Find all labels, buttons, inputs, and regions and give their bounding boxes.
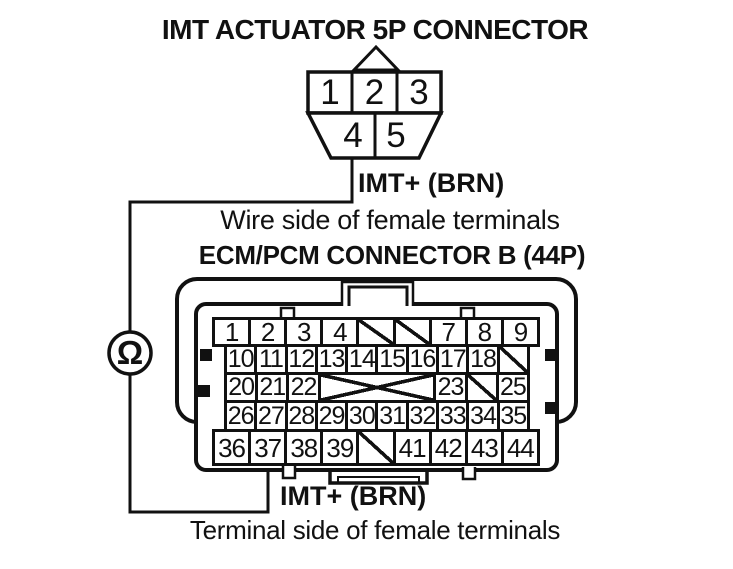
ecm-pin-15: 15 <box>375 344 409 375</box>
imt-pin-2: 2 <box>364 73 385 112</box>
ecm-pin-16: 16 <box>405 344 440 375</box>
imt-pin-3: 3 <box>409 73 429 112</box>
ecm-alignment-tab-bottom-left <box>281 466 297 480</box>
ecm-pin-14: 14 <box>345 344 379 375</box>
ecm-top-lock-tab-inner <box>347 285 409 306</box>
ecm-pin-41: 41 <box>392 429 432 466</box>
terminal-side-caption: Terminal side of female terminals <box>189 515 561 545</box>
ecm-pin-9: 9 <box>500 317 540 347</box>
ecm-alignment-tab-top-right <box>459 306 476 317</box>
wire-bottom <box>128 375 270 514</box>
ecm-blocked-cell <box>392 317 432 347</box>
imt-lock-triangle <box>350 44 402 72</box>
ecm-pin-4: 4 <box>320 317 360 347</box>
ecm-pin-34: 34 <box>466 400 500 432</box>
ecm-pin-33: 33 <box>436 400 470 432</box>
ecm-pin-1: 1 <box>212 317 252 347</box>
ecm-pin-21: 21 <box>255 372 290 403</box>
ecm-pin-35: 35 <box>496 400 530 432</box>
ecm-pin-2: 2 <box>248 317 288 347</box>
ecm-pin-18: 18 <box>466 344 500 375</box>
ecm-blocked-cell <box>356 429 396 466</box>
ecm-alignment-tab-bottom-right <box>461 467 477 481</box>
ecm-blocked-cell <box>464 372 499 403</box>
ecm-blocked-cell <box>356 317 396 347</box>
ecm-pin-30: 30 <box>345 400 379 432</box>
ecm-pin-7: 7 <box>428 317 468 347</box>
ecm-mount-square-left-2 <box>198 385 210 397</box>
wire-label-bottom: IMT+ (BRN) <box>280 481 427 511</box>
ecm-pin-26: 26 <box>224 400 258 432</box>
ecm-pin-3: 3 <box>284 317 324 347</box>
ecm-pin-8: 8 <box>464 317 504 347</box>
ecm-bottom-tab-inner <box>337 476 420 483</box>
ecm-pin-32: 32 <box>405 400 440 432</box>
imt-pin-5: 5 <box>386 116 406 155</box>
ecm-blocked-cell <box>496 344 530 375</box>
imt-cell-dividers <box>350 72 399 158</box>
ecm-blocked-cell <box>317 372 437 403</box>
ecm-pin-42: 42 <box>428 429 468 466</box>
wire-label-top: IMT+ (BRN) <box>358 168 505 198</box>
ohmmeter-symbol: Ω <box>116 334 144 371</box>
imt-pin-1: 1 <box>320 73 340 112</box>
ecm-pin-43: 43 <box>464 429 504 466</box>
ecm-mount-square-right-1 <box>545 349 557 361</box>
ecm-pin-39: 39 <box>320 429 360 466</box>
ecm-pin-37: 37 <box>248 429 288 466</box>
ohmmeter-circle <box>107 330 153 376</box>
ecm-alignment-tab-top-left <box>279 306 296 317</box>
ecm-pin-27: 27 <box>254 400 288 432</box>
wire-top <box>128 158 354 334</box>
ecm-pin-25: 25 <box>495 372 531 403</box>
ecm-pin-23: 23 <box>433 372 468 403</box>
ecm-pin-13: 13 <box>314 344 349 375</box>
ecm-pin-20: 20 <box>224 372 259 403</box>
ecm-pin-10: 10 <box>224 344 258 375</box>
ecm-pin-22: 22 <box>286 372 321 403</box>
ecm-pin-36: 36 <box>212 429 252 466</box>
ecm-mount-square-right-2 <box>545 402 557 414</box>
imt-pin-4: 4 <box>343 116 363 155</box>
ecm-pin-11: 11 <box>254 344 288 375</box>
ecm-mount-square-left-1 <box>200 349 212 361</box>
ecm-pin-29: 29 <box>314 400 349 432</box>
imt-connector-title: IMT ACTUATOR 5P CONNECTOR <box>161 14 589 45</box>
ecm-connector-title: ECM/PCM CONNECTOR B (44P) <box>198 240 586 270</box>
wire-side-caption: Wire side of female terminals <box>220 205 560 235</box>
ecm-pin-38: 38 <box>284 429 324 466</box>
ecm-pin-12: 12 <box>284 344 318 375</box>
ecm-pin-31: 31 <box>375 400 409 432</box>
ecm-pin-28: 28 <box>284 400 318 432</box>
ecm-pin-44: 44 <box>500 429 540 466</box>
ecm-pin-17: 17 <box>436 344 470 375</box>
ecm-bottom-tab <box>328 469 429 485</box>
